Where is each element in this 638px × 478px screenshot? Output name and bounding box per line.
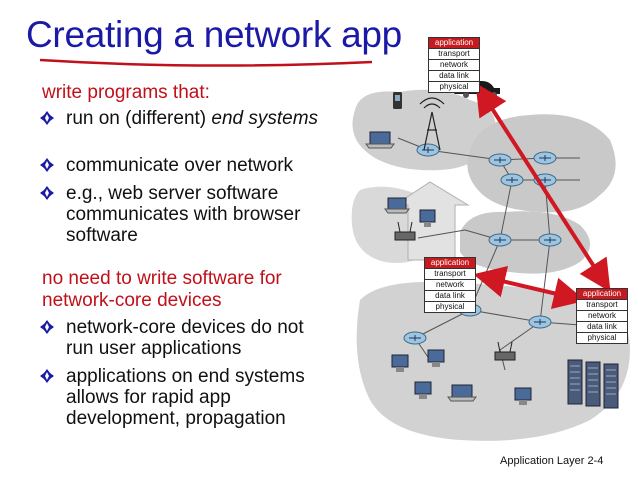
layer-network: network: [576, 311, 628, 322]
layer-application: application: [424, 257, 476, 269]
regional-isp-cloud: [460, 211, 590, 274]
cell-tower-icon: [419, 97, 445, 151]
laptop-icon: [427, 349, 445, 367]
router-icon: [403, 331, 427, 345]
laptop-icon: [414, 381, 432, 399]
protocol-stack-home: application transport network data link …: [424, 257, 476, 313]
layer-transport: transport: [428, 49, 480, 60]
bullet-text: network-core devices do not run user app…: [66, 317, 304, 359]
mobile-network-cloud: [352, 89, 496, 171]
bullet-web-server: e.g., web server software communicates w…: [40, 183, 316, 246]
router-icon: [416, 143, 440, 157]
laptop-icon: [365, 131, 395, 149]
bullet-text: e.g., web server software communicates w…: [66, 183, 301, 246]
router-icon: [533, 151, 557, 165]
diamond-bullet-icon: [40, 369, 54, 383]
protocol-stack-mobile: application transport network data link …: [428, 37, 480, 93]
diamond-bullet-icon: [40, 186, 54, 200]
bullet-italic-text: end systems: [211, 108, 319, 129]
heading-no-need: no need to write software for network-co…: [42, 268, 282, 311]
diamond-bullet-icon: [40, 111, 54, 125]
protocol-stack-server: application transport network data link …: [576, 288, 628, 344]
bullet-text: run on (different): [66, 108, 212, 129]
layer-physical: physical: [428, 82, 480, 93]
layer-application: application: [576, 288, 628, 300]
layer-transport: transport: [576, 300, 628, 311]
layer-network: network: [428, 60, 480, 71]
laptop-icon: [447, 384, 477, 402]
router-icon: [488, 153, 512, 167]
server-icon: [603, 363, 619, 409]
server-icon: [567, 359, 583, 405]
title-underline: [39, 58, 373, 67]
access-point-icon: [494, 341, 516, 361]
application-arrow-top: [475, 82, 611, 293]
slide-title: Creating a network app: [26, 14, 402, 55]
bullet-core-devices: network-core devices do not run user app…: [40, 317, 316, 359]
footer-page-label: Application Layer 2-4: [500, 455, 604, 467]
bullet-communicate: communicate over network: [40, 155, 336, 176]
laptop-icon: [391, 354, 409, 372]
application-arrow-bottom: [473, 266, 586, 309]
diamond-bullet-icon: [40, 320, 54, 334]
layer-network: network: [424, 280, 476, 291]
phone-icon: [393, 92, 402, 109]
server-icon: [585, 361, 601, 407]
laptop-icon: [384, 197, 410, 214]
bullet-text: communicate over network: [66, 155, 294, 176]
router-icon: [528, 315, 552, 329]
access-point-icon: [394, 221, 416, 241]
laptop-icon: [419, 209, 436, 227]
layer-physical: physical: [576, 333, 628, 344]
bullet-rapid-development: applications on end systems allows for r…: [40, 366, 316, 429]
layer-transport: transport: [424, 269, 476, 280]
router-icon: [500, 173, 524, 187]
layer-data-link: data link: [428, 71, 480, 82]
bullet-end-systems: run on (different) end systems: [40, 108, 336, 129]
institutional-network-cloud: [356, 281, 630, 441]
bullet-text: applications on end systems allows for r…: [66, 366, 305, 429]
laptop-icon: [514, 387, 532, 405]
diamond-bullet-icon: [40, 158, 54, 172]
layer-data-link: data link: [576, 322, 628, 333]
router-icon: [538, 233, 562, 247]
layer-physical: physical: [424, 302, 476, 313]
router-icon: [488, 233, 512, 247]
heading-write-programs: write programs that:: [42, 82, 210, 103]
layer-data-link: data link: [424, 291, 476, 302]
layer-application: application: [428, 37, 480, 49]
